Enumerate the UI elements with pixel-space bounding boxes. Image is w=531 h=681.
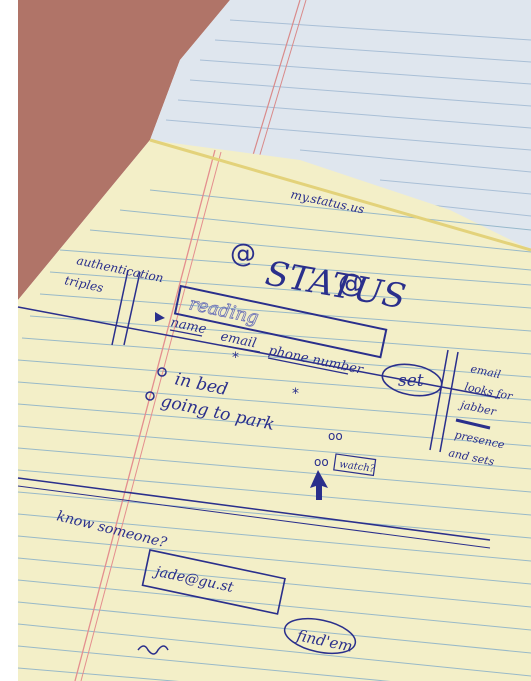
swirl-right-icon: @ <box>338 269 364 299</box>
phone-required-asterisk: * <box>292 386 299 402</box>
set-button-label: set <box>398 371 424 391</box>
swirl-left-icon: @ <box>230 239 256 269</box>
eyes-icon: oo <box>314 455 329 469</box>
email-required-asterisk: * <box>232 350 239 366</box>
eyes-icon: oo <box>328 429 343 443</box>
